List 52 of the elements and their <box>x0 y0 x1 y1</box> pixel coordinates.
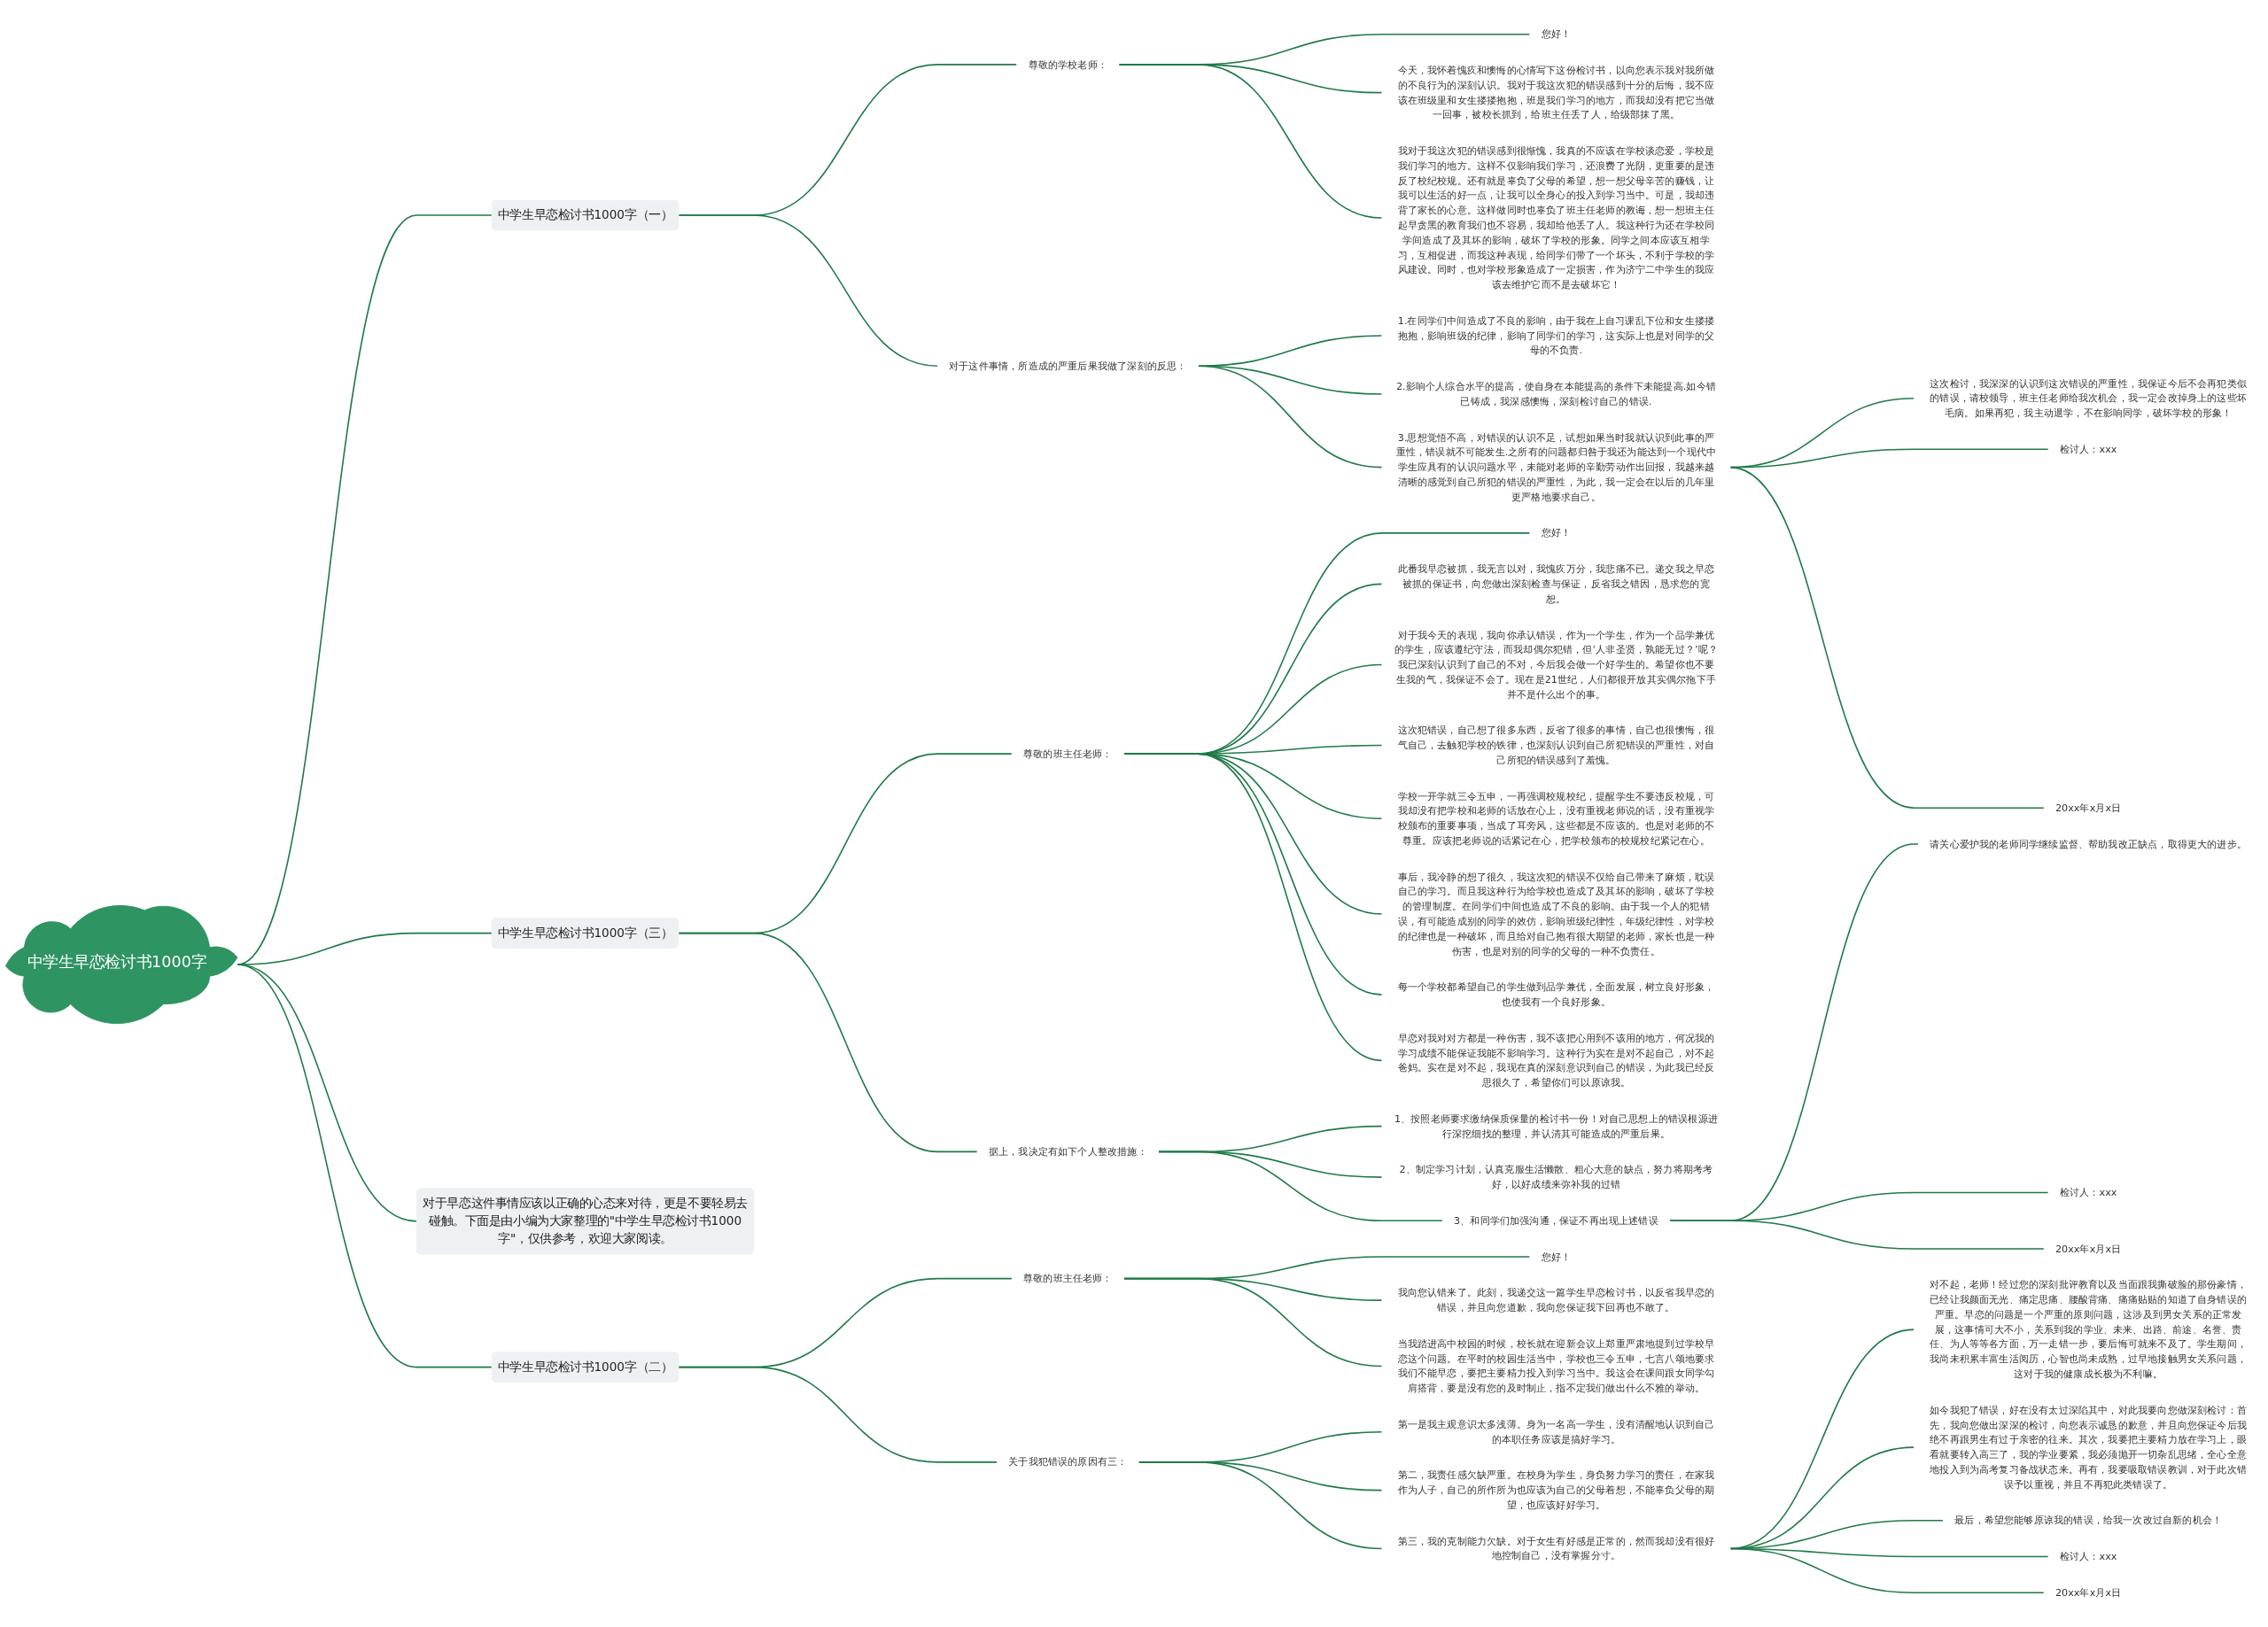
connector <box>1122 1277 1383 1367</box>
connector <box>1197 365 1383 469</box>
connector <box>1729 466 2045 809</box>
connector <box>1122 753 1383 1062</box>
node-text: 20xx年x月x日 <box>2054 1586 2122 1599</box>
node-text: 学校一开学就三令五申，一再强调校规校纪，提醒学生不要违反校规，可我却没有把学校和老师的话放在心上，没有重视老师说的话，没有重视学校颁布的重要事项，当成了耳旁风，这些都是不应该的。也是对老师的不尊重。应该把老师说的话紧记在心，把学校颁布的校规校纪紧记在心。 <box>1397 790 1715 847</box>
node-text: 对于我今天的表现，我向你承认错误，作为一个学生，作为一个品学兼优的学生，应该遵纪守法，而我却偶尔犯错，但‘人非圣贤，孰能无过？’呢？我已深刻认识到了自己的不对，今后我会做一个好学生的。希望你也不要生我的气，我保证不会了。现在是21世纪，人们都很开放其实偶尔拖下手并不是什么出个的事。 <box>1394 629 1718 700</box>
connector <box>1118 64 1383 219</box>
node-text: 关于我犯错误的原因有三： <box>1008 1456 1128 1468</box>
connector <box>677 1366 998 1463</box>
node-text: 如今我犯了错误，好在没有太过深陷其中，对此我要向您做深刻检讨：首先，我向您做出深深的检讨，向您表示诚恳的歉意，并且向您保证今后我绝不再跟男生有过于亲密的往来。其次，我要把主要精力放在学习上，眼看就要转入高三了，我的学业要紧，我必须抛开一切杂乱思绪，全心全意地投入到为高考复习备战状态来。再有，我要吸取错误教训，对于此次错误予以重视，并且不再犯此类错误了。 <box>1930 1404 2248 1491</box>
node-text: 对于这件事情，所造成的严重后果我做了深刻的反思： <box>949 360 1187 372</box>
node-text: 2.影响个人综合水平的提高，使自身在本能提高的条件下未能提高.如今错已铸成，我深感懊悔，深刻检讨自己的错误. <box>1396 380 1716 407</box>
node-text: 我向您认错来了。此刻，我递交这一篇学生早恋检讨书，以反省我早恋的错误，并且向您道歉，我向您保证我下回再也不敢了。 <box>1397 1286 1715 1313</box>
node-text: 尊敬的学校老师： <box>1028 58 1108 70</box>
node-text: 检讨人：xxx <box>2059 443 2117 455</box>
node-text: 3、和同学们加强沟通，保证不再出现上述错误 <box>1454 1214 1658 1227</box>
node-text: 20xx年x月x日 <box>2054 802 2122 814</box>
node-text: 最后，希望您能够原谅我的错误，给我一次改过自新的机会！ <box>1954 1514 2223 1526</box>
node-text: 您好！ <box>1541 527 1572 538</box>
node-text: 您好！ <box>1541 1251 1572 1263</box>
node-text: 尊敬的班主任老师： <box>1022 1272 1113 1284</box>
node-text: 这次检讨，我深深的认识到这次错误的严重性，我保证今后不会再犯类似的错误，请校领导，班主任老师给我次机会，我一定会改掉身上的这些坏毛病。如果再犯，我主动退学，不在影响同学，破坏学校的形象！ <box>1930 377 2248 419</box>
connector <box>1729 1547 2045 1594</box>
node-text: 1.在同学们中间造成了不良的影响，由于我在上自习课乱下位和女生搂搂抱抱，影响班级的纪律，影响了同学们的学习，这实际上也是对同学的父母的不负责. <box>1397 314 1715 356</box>
node-text: 每一个学校都希望自己的学生做到品学兼优，全面发展，树立良好形象，也使我有一个良好形象。 <box>1397 980 1715 1008</box>
node-text: 检讨人：xxx <box>2059 1186 2117 1198</box>
connector <box>1157 1151 1444 1222</box>
node-text: 据上，我决定有如下个人整改措施： <box>988 1145 1147 1158</box>
node-text: 20xx年x月x日 <box>2054 1243 2122 1255</box>
node-text: 1、按照老师要求缴纳保质保量的检讨书一份！对自己思想上的错误根源进行深挖细找的整理，并认清其可能造成的严重后果。 <box>1394 1112 1718 1140</box>
node-text: 我对于我这次犯的错误感到很惭愧，我真的不应该在学校谈恋爱，学校是我们学习的地方。这样不仅影响我们学习，还浪费了光阴，更重要的是违反了校纪校规。还有就是辜负了父母的希望，想一想父母辛苦的赚钱，让我可以生活的好一点，让我可以全身心的投入到学习当中。可是，我却违背了家长的心意。这样做同时也辜负了班主任老师的教诲，想一想班主任起早贪黑的教育我们也不容易，我却给他丢了人。我这种行为还在学校同学间造成了及其坏的影响，破坏了学校的形象。同学之间本应该互相学习，互相促进，而我这种表现，给同学们带了一个坏头，不利于学校的学风建设。同时，也对学校形象造成了一定损害，作为济宁二中学生的我应该去维护它而不是去破坏它！ <box>1397 144 1715 291</box>
node-text: 您好！ <box>1541 27 1572 40</box>
connector <box>677 214 939 367</box>
node-text: 尊敬的班主任老师： <box>1022 748 1113 760</box>
node-text: 这次犯错误，自己想了很多东西，反省了很多的事情，自己也很懊悔，很气自己，去触犯学校的铁律，也深刻认识到自己所犯错误的严重性，对自己所犯的错误感到了羞愧。 <box>1397 724 1715 766</box>
node-text: 对不起，老师！经过您的深刻批评教育以及当面跟我撕破脸的那份豪情，已经让我颜面无光、痛定思痛、腰酸背痛、痛痛贴贴的知道了自身错误的严重。早恋的问题是一个严重的原则问题，这涉及到男女关系的正常发展，这事情可大不小，关系到我的学业、未来、出路、前途、名誉、责任、为人等等各方面，万一走错一步，要后悔可就来不及了。学生期间，我尚未积累丰富生活阅历，心智也尚未成熟，过早地接触男女关系问题，这对于我的健康成长极为不利嘛。 <box>1930 1278 2248 1380</box>
node-text: 第三，我的克制能力欠缺。对于女生有好感是正常的，然而我却没有很好地控制自己，没有掌握分寸。 <box>1397 1535 1715 1561</box>
node-text: 今天，我怀着愧疚和懊悔的心情写下这份检讨书，以向您表示我对我所做的不良行为的深刻认识。我对于我这次犯的错误感到十分的后悔，我不应该在班级里和女生搂搂抱抱，班是我们学习的地方，而我却没有把它当做一回事，被校长抓到，给班主任丢了人，给级部抹了黑。 <box>1397 64 1715 120</box>
node-text: 2、制定学习计划，认真克服生活懒散、粗心大意的缺点，努力将期考考好，以好成绩来弥补我的过错 <box>1399 1163 1713 1190</box>
node-text: 此番我早恋被抓，我无言以对，我愧疚万分，我悲痛不已。递交我之早恋被抓的保证书，向您做出深刻检查与保证，反省我之错因，恳求您的宽恕。 <box>1397 562 1715 605</box>
node-text: 请关心爱护我的老师同学继续监督、帮助我改正缺点，取得更大的进步。 <box>1930 838 2248 849</box>
node-text: 第二，我责任感欠缺严重。在校身为学生，身负努力学习的责任，在家我作为人子，自己的所作所为也应该为自己的父母着想，不能辜负父母的期望，也应该好好学习。 <box>1397 1469 1715 1511</box>
connector <box>1138 1461 1383 1550</box>
node-text: 第一是我主观意识太多浅薄。身为一名高一学生，没有清醒地认识到自己的本职任务应该是搞好学习。 <box>1397 1418 1715 1445</box>
connector <box>677 932 978 1153</box>
node-text: 事后，我冷静的想了很久，我这次犯的错误不仅给自己带来了麻烦，耽误自己的学习。而且我这种行为给学校也造成了及其坏的影响，破坏了学校的管理制度。在同学们中间也造成了不良的影响。由于我一个人的犯错误，有可能造成别的同学的效仿，影响班级纪律性，年级纪律性，对学校的纪律也是一种破坏，而且给对自己抱有很大期望的老师，家长也是一种伤害，也是对别的同学的父母的一种不负责任。 <box>1397 871 1715 957</box>
connector <box>1668 1220 2045 1250</box>
node-text: 3.思想觉悟不高，对错误的认识不足，试想如果当时我就认识到此事的严重性，错误就不可能发生.之所有的问题都归咎于我还为能达到一个现代中学生应具有的认识问题水平，未能对老师的辛勤劳动作出回报，我越来越清晰的感觉到自己所犯的错误的严重性，为此，我一定会在以后的几年里更严格地要求自己。 <box>1395 431 1717 503</box>
node-text: 检讨人：xxx <box>2059 1550 2117 1562</box>
node-text: 早恋对我对对方都是一种伤害，我不该把心用到不该用的地方，何况我的学习成绩不能保证我能不影响学习。这种行为实在是对不起自己，对不起爸妈。实在是对不起，我现在真的深刻意识到自己的错误，为此我已经反思很久了，希望你们可以原谅我。 <box>1397 1032 1715 1089</box>
node-text: 当我踏进高中校园的时候，校长就在迎新会议上郑重严肃地提到过学校早恋这个问题。在平时的校园生活当中，学校也三令五申，七言八颂地要求我们不能早恋，要把主要精力投入到学习当中。我这会在课间跟女同学勾肩搭背，要是没有您的及时制止，指不定我们做出什么不雅的举动。 <box>1397 1337 1715 1394</box>
